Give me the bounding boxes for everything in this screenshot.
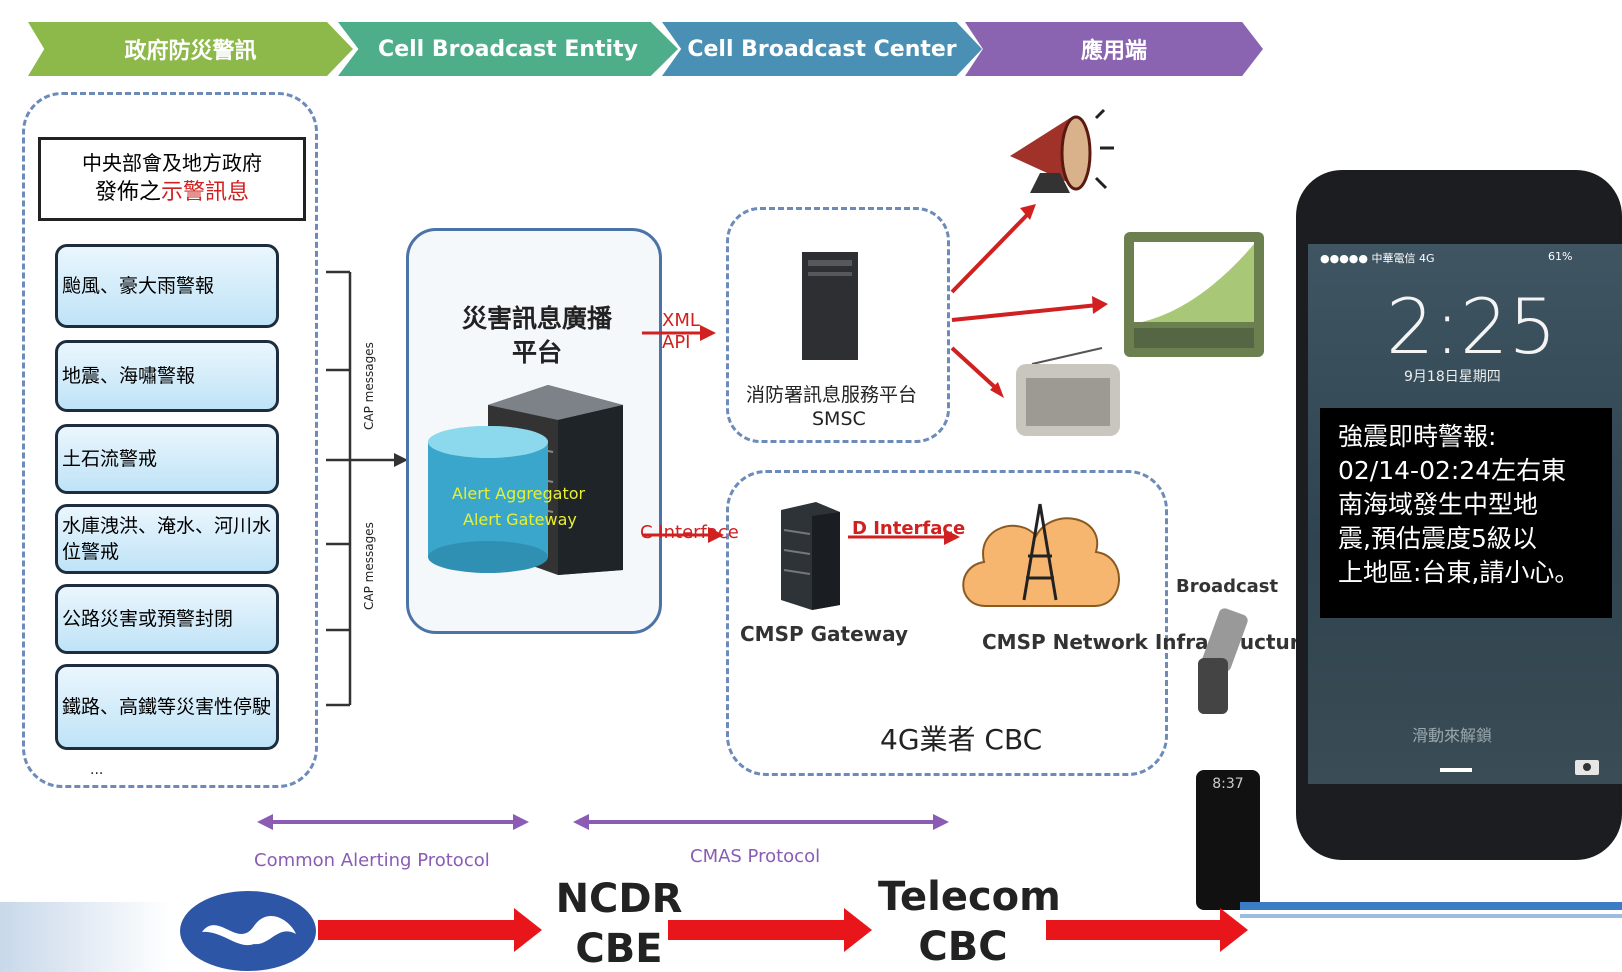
stage-label: Cell Broadcast Center	[687, 36, 957, 62]
alert-item-typhoon: 颱風、豪大雨警報	[55, 244, 279, 328]
source-line1: 中央部會及地方政府	[82, 151, 262, 175]
smsc-line1: 消防署訊息服務平台	[746, 384, 918, 406]
camera-icon[interactable]	[1574, 756, 1600, 776]
cbc-4g-group	[726, 470, 1168, 776]
government-group	[22, 92, 318, 788]
alert-item-rail: 鐵路、高鐵等災害性停駛	[55, 664, 279, 750]
xml-api-arrow	[642, 325, 716, 341]
ncdr-label: NCDR	[555, 876, 683, 922]
phone-unlock-text[interactable]: 滑動來解鎖	[1412, 726, 1493, 745]
alert-line: 南海域發生中型地	[1338, 490, 1539, 519]
server-db-icon	[428, 385, 623, 575]
cmas-protocol-label: CMAS Protocol	[690, 846, 821, 867]
alert-line: 02/14-02:24左右東	[1338, 456, 1567, 485]
cap-bracket	[326, 270, 408, 707]
stage-label: Cell Broadcast Entity	[378, 36, 638, 62]
xml-api-label: XML API	[662, 310, 700, 353]
stage-app: 應用端	[965, 22, 1263, 76]
protocol-arrows	[257, 814, 949, 830]
alert-line: 強震即時警報:	[1338, 422, 1497, 451]
flip-phone-icon	[1198, 608, 1248, 714]
stage-cbe: Cell Broadcast Entity	[338, 22, 678, 76]
stage-government: 政府防災警訊	[28, 22, 353, 76]
platform-title: 災害訊息廣播平台	[461, 304, 612, 367]
common-alerting-protocol-label: Common Alerting Protocol	[254, 850, 490, 871]
bottom-right-stripe-thin	[1240, 914, 1622, 918]
smsc-line2: SMSC	[812, 408, 866, 430]
alert-aggregator-label: Alert Aggregator	[452, 484, 586, 503]
alert-item-road: 公路災害或預警封閉	[55, 584, 279, 654]
d-interface-arrow	[848, 529, 960, 545]
stage-label: 政府防災警訊	[124, 39, 257, 64]
cap-messages-label-bottom: CAP messages	[362, 522, 376, 610]
tv-icon	[1124, 232, 1264, 357]
smsc-group	[726, 207, 950, 443]
cmsp-gateway-label: CMSP Gateway	[740, 622, 909, 646]
small-phone-time: 8:37	[1212, 776, 1244, 792]
phone-battery: 61%	[1548, 250, 1573, 263]
phone-clock: 2:25	[1386, 282, 1557, 371]
alert-item-earthquake: 地震、海嘯警報	[55, 340, 279, 412]
source-line2: 發佈之示警訊息	[94, 180, 250, 205]
radio-icon	[1016, 347, 1120, 436]
telecom-label: Telecom	[878, 874, 1061, 920]
c-interface-label: C Interface	[640, 522, 739, 543]
bottom-right-stripe	[1240, 902, 1622, 910]
broadcast-label: Broadcast	[1176, 576, 1279, 597]
cwb-logo	[180, 891, 316, 971]
phone-status-carrier: ●●●●● 中華電信 4G	[1320, 252, 1435, 265]
cbc-4g-label: 4G業者 CBC	[880, 723, 1043, 756]
alert-item-reservoir: 水庫洩洪、淹水、河川水位警戒	[55, 504, 279, 574]
alert-item-debris: 土石流警戒	[55, 424, 279, 494]
cloud-tower-icon	[962, 503, 1120, 607]
alert-line: 上地區:台東,請小心。	[1338, 558, 1580, 587]
small-smartphone: 8:37	[1196, 770, 1260, 910]
phone-alert-message: 強震即時警報: 02/14-02:24左右東 南海域發生中型地 震,預估震度5級…	[1320, 408, 1612, 618]
stage-label: 應用端	[1080, 39, 1147, 64]
bottom-flow-arrows	[318, 908, 1248, 952]
alert-line: 震,預估震度5級以	[1338, 524, 1537, 553]
stage-cbc: Cell Broadcast Center	[662, 22, 982, 76]
c-interface-arrow	[642, 527, 724, 543]
smsc-server-icon	[802, 252, 858, 360]
megaphone-icon	[1010, 108, 1114, 193]
cbe-label: CBE	[575, 926, 663, 972]
alert-gateway-label: Alert Gateway	[463, 510, 577, 529]
phone-date: 9月18日星期四	[1404, 369, 1501, 385]
cmsp-network-label: CMSP Network Infrastructure	[982, 630, 1314, 654]
device-arrows	[950, 204, 1108, 398]
cmsp-gateway-server-icon	[781, 502, 840, 610]
cap-messages-label-top: CAP messages	[362, 342, 376, 430]
source-title-box: 中央部會及地方政府 發佈之示警訊息	[38, 137, 306, 221]
cbc-label: CBC	[918, 924, 1008, 970]
bottom-left-decoration	[0, 902, 170, 972]
d-interface-label: D Interface	[852, 518, 966, 539]
home-indicator	[1440, 768, 1472, 772]
alerts-ellipsis: ...	[90, 762, 104, 778]
